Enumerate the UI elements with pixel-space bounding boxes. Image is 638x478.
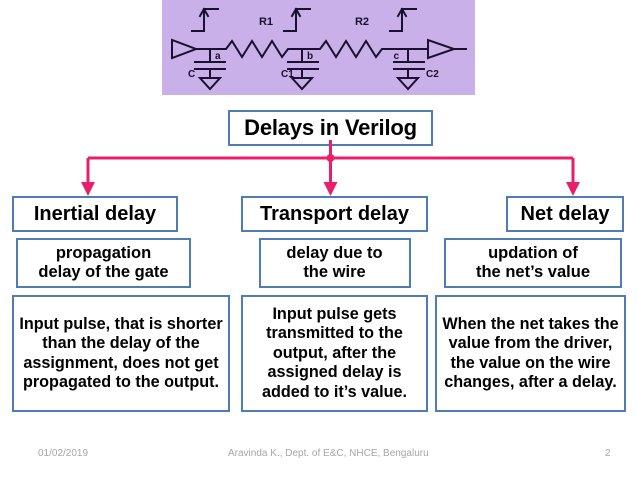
page-title-text: Delays in Verilog: [244, 115, 417, 140]
slide-footer: 01/02/2019 Aravinda K., Dept. of E&C, NH…: [0, 446, 638, 466]
circuit-diagram-image: R1 R2 a b c C C1 C2: [162, 0, 475, 95]
footer-date: 01/02/2019: [38, 448, 89, 459]
label-node-b: b: [307, 51, 313, 62]
arrow-head-left: [81, 182, 95, 196]
arrow-head-center: [323, 182, 338, 196]
label-cap-c2: C2: [426, 69, 439, 80]
heading-label: Net delay: [520, 202, 610, 225]
label-node-c: c: [393, 51, 399, 62]
subtitle-box-transport-delay: delay due to the wire: [258, 238, 411, 288]
page-title: Delays in Verilog: [228, 110, 433, 146]
label-node-a: a: [215, 51, 221, 62]
description-box-transport-delay: Input pulse gets transmitted to the outp…: [241, 295, 428, 412]
subtitle-box-net-delay: updation of the net’s value: [444, 238, 622, 288]
label-r1: R1: [259, 16, 273, 28]
subtitle-label: delay due to the wire: [286, 243, 383, 281]
heading-box-net-delay: Net delay: [506, 196, 624, 232]
description-box-inertial-delay: Input pulse, that is shorter than the de…: [12, 295, 230, 412]
circuit-svg: R1 R2 a b c C C1 C2: [171, 7, 467, 91]
connector-lines: [81, 140, 580, 196]
column-transport-delay: Transport delay delay due to the wire In…: [241, 196, 428, 412]
description-label: Input pulse, that is shorter than the de…: [19, 314, 223, 391]
subtitle-label: propagation delay of the gate: [38, 243, 169, 281]
heading-label: Transport delay: [260, 202, 409, 225]
footer-page-number: 2: [605, 448, 611, 459]
column-inertial-delay: Inertial delay propagation delay of the …: [12, 196, 230, 412]
heading-box-transport-delay: Transport delay: [241, 196, 428, 232]
connector-junction-dot: [326, 154, 335, 162]
label-r2: R2: [355, 16, 369, 28]
column-net-delay: Net delay updation of the net’s value Wh…: [435, 196, 626, 412]
subtitle-label: updation of the net’s value: [475, 243, 590, 281]
heading-label: Inertial delay: [33, 202, 157, 225]
label-cap-c: C: [188, 69, 195, 80]
description-label: Input pulse gets transmitted to the outp…: [261, 304, 408, 401]
heading-box-inertial-delay: Inertial delay: [12, 196, 178, 232]
label-cap-c1: C1: [281, 69, 294, 80]
footer-attribution: Aravinda K., Dept. of E&C, NHCE, Bengalu…: [228, 448, 429, 459]
description-label: When the net takes the value from the dr…: [442, 314, 619, 391]
description-box-net-delay: When the net takes the value from the dr…: [435, 295, 626, 412]
subtitle-box-inertial-delay: propagation delay of the gate: [16, 238, 191, 288]
arrow-head-right: [566, 182, 580, 196]
